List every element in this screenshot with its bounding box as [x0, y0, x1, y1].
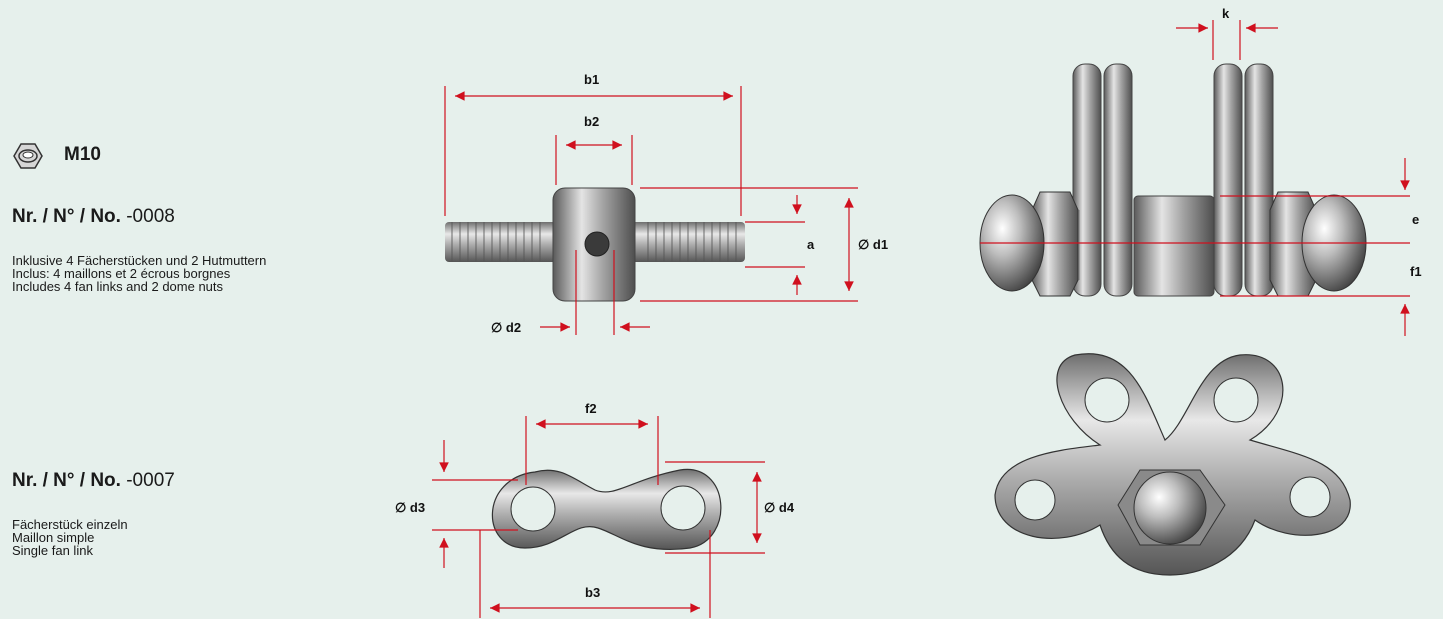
dim-label-d2: ∅ d2: [491, 320, 522, 335]
dim-label-d1: ∅ d1: [858, 237, 889, 252]
bolt-image: [445, 187, 745, 302]
bolt-dimensions: [444, 86, 858, 335]
product-description: Inklusive 4 Fächerstücken und 2 Hutmutte…: [12, 254, 266, 293]
description-line: Single fan link: [12, 543, 93, 558]
product-prefix: Nr. / N° / No.: [12, 470, 121, 491]
hex-nut-icon: [13, 143, 43, 169]
product-number-line: Nr. / N° / No. -0008: [12, 206, 175, 228]
description-line: Fächerstück einzeln: [12, 517, 128, 532]
dim-label-b1: b1: [584, 72, 600, 87]
description-line: Includes 4 fan links and 2 dome nuts: [12, 279, 224, 294]
product-prefix: Nr. / N° / No.: [12, 206, 121, 227]
product-description: Fächerstück einzeln Maillon simple Singl…: [12, 518, 128, 557]
dim-label-d4: ∅ d4: [764, 500, 795, 515]
dim-label-f1: f1: [1410, 264, 1422, 279]
dim-label-b3: b3: [585, 585, 601, 600]
dim-label-b2: b2: [584, 114, 600, 129]
product-number-line: Nr. / N° / No. -0007: [12, 470, 175, 492]
fan-link-image: [491, 468, 722, 550]
fan-link-dimensions: [432, 416, 765, 618]
product-number: -0008: [126, 206, 175, 227]
dim-label-a: a: [807, 237, 815, 252]
dim-label-f2: f2: [585, 401, 597, 416]
description-line: Inclus: 4 maillons et 2 écrous borgnes: [12, 266, 231, 281]
description-line: Maillon simple: [12, 530, 95, 545]
fan-assembly-image: [994, 353, 1351, 576]
assembly-dimensions: [980, 20, 1410, 336]
size-label: M10: [64, 144, 101, 165]
dim-label-d3: ∅ d3: [395, 500, 426, 515]
dim-label-e: e: [1412, 212, 1420, 227]
product-number: -0007: [126, 470, 175, 491]
description-line: Inklusive 4 Fächerstücken und 2 Hutmutte…: [12, 253, 267, 268]
assembly-image: [979, 63, 1367, 297]
dim-label-k: k: [1222, 6, 1230, 21]
